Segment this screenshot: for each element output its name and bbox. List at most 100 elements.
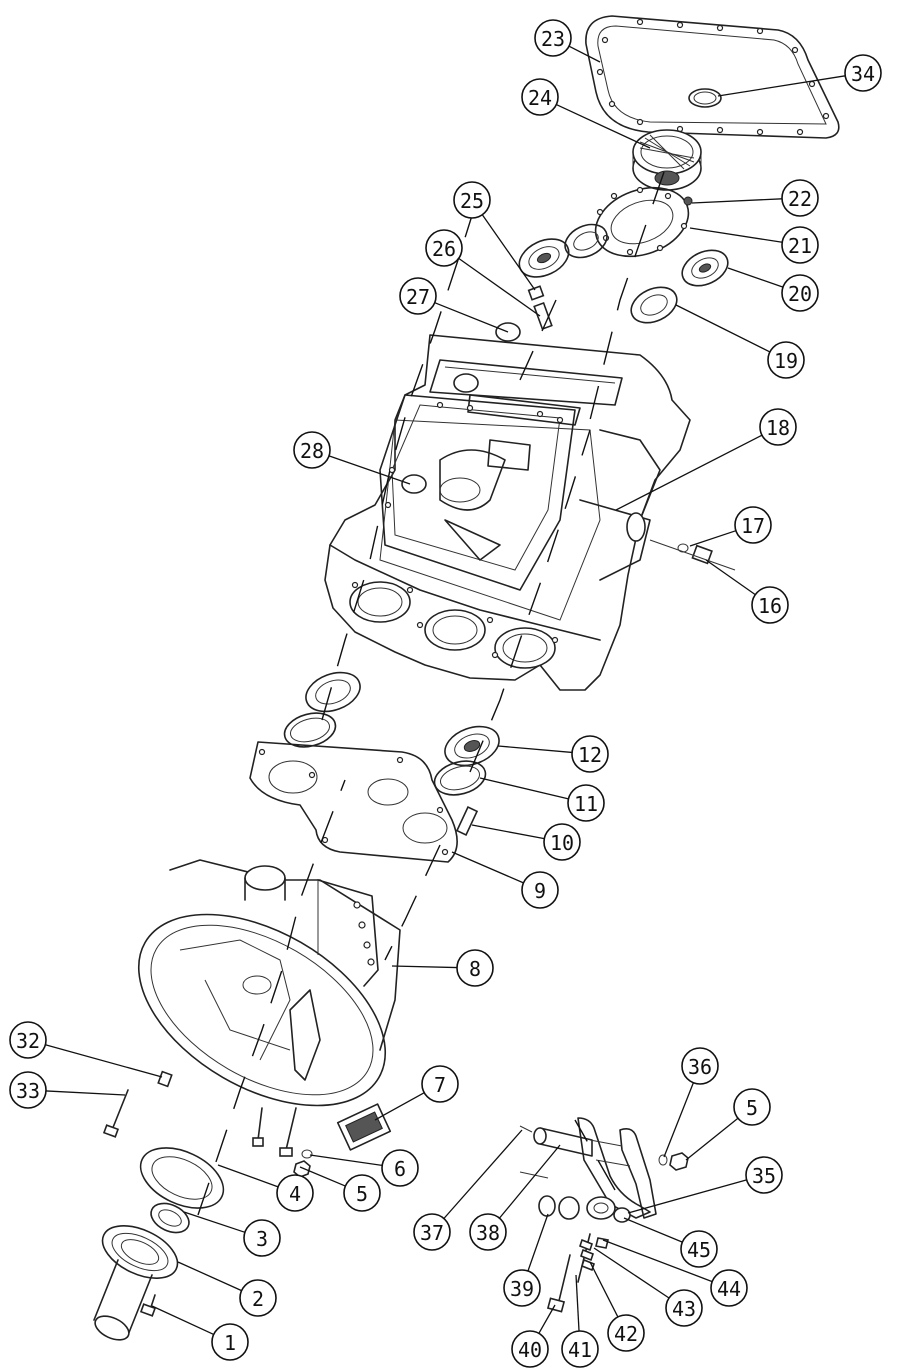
leader-line [497,745,573,754]
callout-number: 26 [432,237,456,261]
callout-circle [243,1219,281,1257]
leader-line [479,777,569,800]
cover-plate [585,15,840,139]
callout-21: 21 [689,226,819,264]
leader-line [593,1247,670,1299]
callout-circle [276,1174,314,1212]
callout-6: 6 [309,1149,419,1187]
callout-circle [521,871,559,909]
callout-10: 10 [471,823,581,861]
callout-5: 5 [685,1088,771,1161]
callout-circle [751,586,789,624]
callout-40: 40 [511,1304,556,1368]
callout-circle [767,341,805,379]
leader-line [556,103,651,149]
callout-circle [9,1071,47,1109]
callout-33: 33 [9,1071,126,1109]
leader-line [45,1090,126,1096]
callout-circle [733,1088,771,1126]
callout-circle [710,1269,748,1307]
bell-housing [137,859,401,1107]
leader-line [705,559,756,596]
leader-line [458,257,541,317]
leader-line [299,1166,346,1187]
callout-circle [745,1156,783,1194]
callout-24: 24 [521,78,651,149]
callout-circle [781,274,819,312]
callout-number: 19 [774,349,798,373]
bearing-group-middle [283,671,500,836]
callout-circle [781,179,819,217]
callout-circle [343,1174,381,1212]
callout-circle [543,823,581,861]
leader-line [451,851,524,884]
callout-7: 7 [374,1065,459,1121]
callout-number: 34 [851,62,875,86]
callout-2: 2 [177,1261,277,1317]
leader-line [309,1154,383,1167]
callout-number: 28 [300,439,324,463]
leader-line [689,530,737,547]
callout-circle [456,949,494,987]
callout-1: 1 [151,1305,249,1361]
shift-fork-assembly [519,1117,689,1313]
leader-line [498,1144,561,1219]
leader-line [183,1211,246,1233]
callout-34: 34 [717,54,882,97]
callout-circle [453,181,491,219]
callout-number: 24 [528,86,552,110]
callout-circle [681,1047,719,1085]
callout-circle [665,1289,703,1327]
callout-number: 5 [356,1182,368,1206]
callout-number: 43 [672,1297,696,1321]
callout-number: 3 [256,1227,268,1251]
leader-line [589,1261,619,1318]
callout-circle [399,277,437,315]
callout-circle [844,54,882,92]
breather-cover [336,1103,392,1151]
callout-number: 38 [476,1221,500,1245]
callout-circle [734,506,772,544]
callout-number: 37 [420,1221,444,1245]
callout-number: 18 [766,416,790,440]
callout-4: 4 [217,1164,314,1212]
callout-35: 35 [627,1156,783,1214]
callout-number: 21 [788,234,812,258]
callout-circle [239,1279,277,1317]
callout-circle [413,1213,451,1251]
leader-line [217,1164,279,1188]
callout-number: 4 [289,1182,301,1206]
callout-number: 44 [717,1277,741,1301]
callout-number: 10 [550,831,574,855]
bearing-cap [594,186,693,258]
centerlines [197,171,665,1216]
callout-8: 8 [391,949,494,987]
callout-23: 23 [534,19,601,63]
callout-number: 7 [434,1073,446,1097]
leader-line [615,434,763,511]
callout-circle [561,1330,599,1368]
leader-line [481,214,536,291]
callout-27: 27 [399,277,509,333]
callout-number: 42 [614,1322,638,1346]
callout-3: 3 [183,1211,281,1257]
callout-circle [567,784,605,822]
callout-number: 33 [16,1079,40,1103]
callout-32: 32 [9,1021,163,1078]
callout-17: 17 [689,506,772,547]
callout-circle [511,1330,549,1368]
callout-number: 25 [460,189,484,213]
callout-circle [781,226,819,264]
callout-number: 40 [518,1338,542,1362]
callout-25: 25 [453,181,536,291]
callout-5: 5 [299,1166,381,1212]
callout-19: 19 [675,304,805,379]
callout-circle [521,78,559,116]
callout-number: 23 [541,27,565,51]
callout-number: 20 [788,282,812,306]
callout-38: 38 [469,1144,561,1251]
callout-number: 17 [741,514,765,538]
callout-circle [9,1021,47,1059]
callout-number: 5 [746,1096,758,1120]
callout-circle [571,735,609,773]
